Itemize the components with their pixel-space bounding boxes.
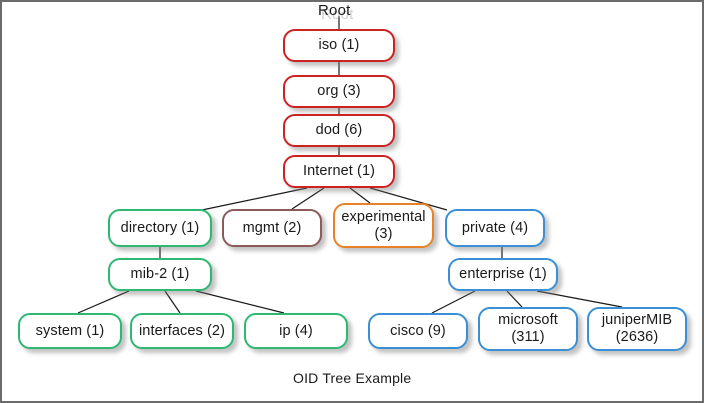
- edge-internet-to-mgmt: [291, 187, 325, 210]
- node-private[interactable]: private (4): [445, 209, 545, 247]
- edge-internet-to-experimental: [349, 187, 371, 204]
- node-org[interactable]: org (3): [283, 75, 395, 108]
- node-label-ip: ip (4): [279, 322, 313, 339]
- node-label-private: private (4): [461, 219, 529, 236]
- edge-mib2-to-interfaces: [164, 290, 181, 314]
- node-juniperMIB[interactable]: juniperMIB (2636): [587, 307, 687, 351]
- node-system[interactable]: system (1): [18, 313, 122, 349]
- node-mib2[interactable]: mib-2 (1): [108, 258, 212, 291]
- node-label-enterprise: enterprise (1): [459, 266, 547, 282]
- node-internet[interactable]: Internet (1): [283, 155, 395, 188]
- node-microsoft[interactable]: microsoft (311): [478, 307, 578, 351]
- node-iso[interactable]: iso (1): [283, 29, 395, 62]
- node-interfaces[interactable]: interfaces (2): [130, 313, 234, 349]
- root-label: Root: [318, 2, 351, 19]
- node-mgmt[interactable]: mgmt (2): [222, 209, 322, 247]
- node-label-cisco: cisco (9): [390, 322, 446, 339]
- edge-enterprise-to-cisco: [431, 290, 476, 314]
- node-dod[interactable]: dod (6): [283, 114, 395, 147]
- node-label-juniperMIB: juniperMIB (2636): [601, 312, 673, 345]
- node-label-mib2: mib-2 (1): [130, 266, 190, 282]
- node-label-microsoft: microsoft (311): [498, 312, 558, 345]
- node-label-dod: dod (6): [315, 122, 363, 138]
- edge-enterprise-to-microsoft: [506, 290, 523, 308]
- edge-enterprise-to-juniperMIB: [536, 290, 623, 308]
- node-cisco[interactable]: cisco (9): [368, 313, 468, 349]
- node-enterprise[interactable]: enterprise (1): [448, 258, 558, 291]
- node-label-system: system (1): [35, 322, 105, 339]
- node-label-internet: Internet (1): [302, 163, 376, 179]
- node-label-directory: directory (1): [120, 219, 200, 236]
- node-experimental[interactable]: experimental (3): [333, 203, 434, 248]
- edge-mib2-to-system: [77, 290, 130, 314]
- node-label-org: org (3): [317, 83, 361, 99]
- node-ip[interactable]: ip (4): [244, 313, 348, 349]
- node-label-iso: iso (1): [318, 37, 360, 53]
- node-directory[interactable]: directory (1): [108, 209, 212, 247]
- edge-mib2-to-ip: [195, 290, 285, 314]
- diagram-caption: OID Tree Example: [293, 370, 412, 386]
- node-label-interfaces: interfaces (2): [138, 322, 225, 339]
- node-label-experimental: experimental (3): [341, 208, 426, 242]
- edge-internet-to-directory: [201, 187, 308, 211]
- node-label-mgmt: mgmt (2): [242, 219, 302, 236]
